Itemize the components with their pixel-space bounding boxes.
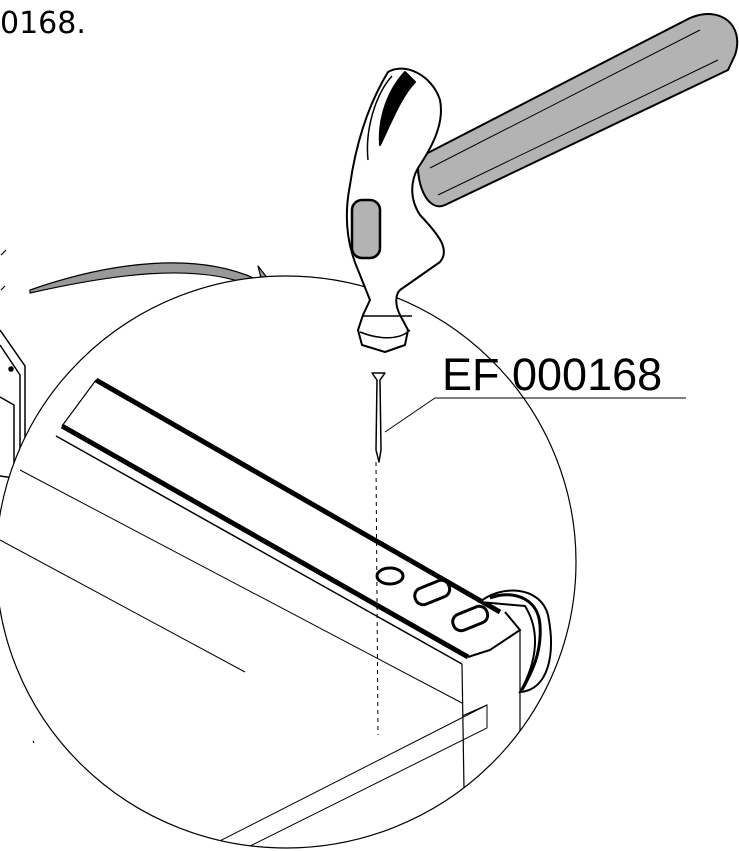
callout-leader bbox=[384, 397, 686, 433]
stray-marks bbox=[0, 249, 35, 744]
curl-detail bbox=[477, 589, 552, 694]
magnifier-circle bbox=[0, 275, 577, 849]
part-code-label: EF 000168 bbox=[442, 349, 662, 400]
hammer-icon bbox=[345, 12, 739, 353]
caption-fragment: 0168. bbox=[0, 6, 86, 41]
nail-icon bbox=[371, 372, 386, 463]
magnified-detail bbox=[0, 377, 522, 848]
